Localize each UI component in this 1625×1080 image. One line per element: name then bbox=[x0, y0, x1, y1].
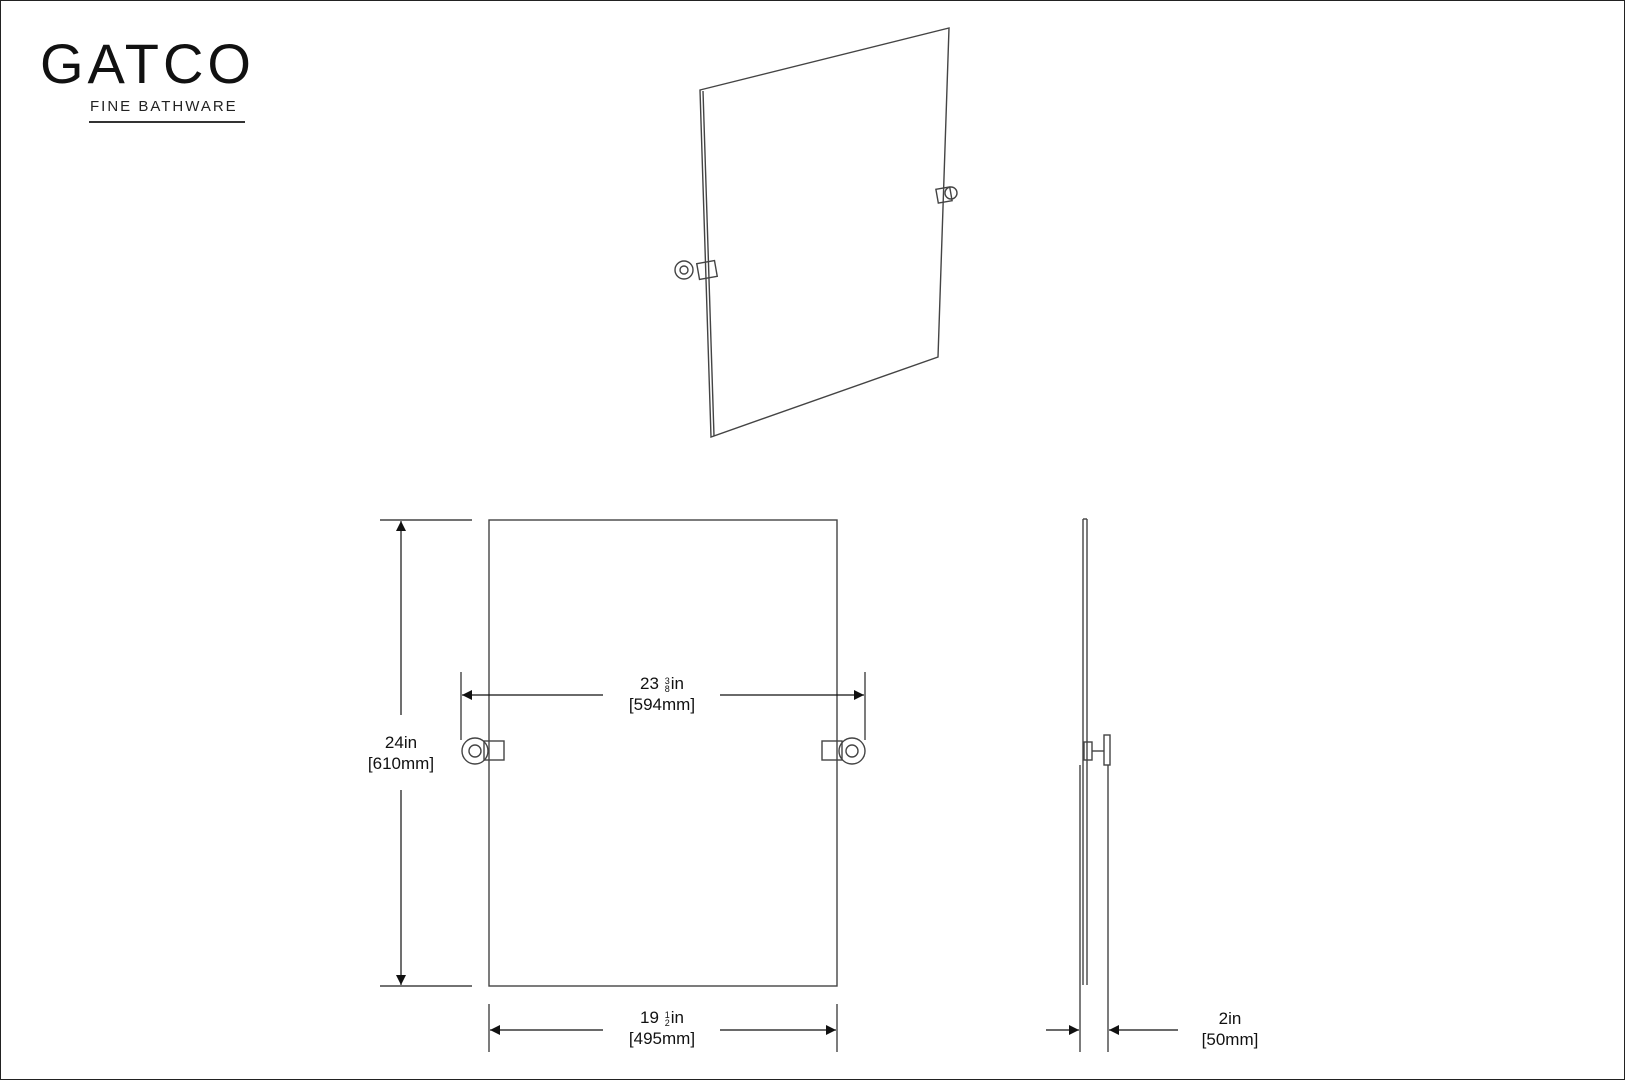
dim-unit: in bbox=[670, 674, 684, 693]
dim-imperial: 2in bbox=[1218, 1009, 1242, 1028]
dim-metric: [594mm] bbox=[628, 695, 696, 714]
dim-metric: [50mm] bbox=[1201, 1030, 1259, 1049]
dim-whole: 23 bbox=[640, 674, 659, 693]
dim-whole: 19 bbox=[640, 1008, 659, 1027]
dimension-height: 24in [610mm] bbox=[350, 732, 452, 774]
dim-metric: [610mm] bbox=[367, 754, 435, 773]
gatco-logo: GATCO FINE BATHWARE bbox=[40, 36, 300, 123]
side-elevation-view bbox=[1079, 518, 1111, 1052]
frac-num: 1 bbox=[664, 1009, 670, 1020]
frac-den: 8 bbox=[664, 683, 670, 694]
front-elevation-view bbox=[380, 519, 866, 1052]
dimension-depth: 2in [50mm] bbox=[1180, 1008, 1280, 1050]
logo-underline bbox=[89, 121, 245, 123]
dim-unit: in bbox=[670, 1008, 684, 1027]
dim-metric: [495mm] bbox=[628, 1029, 696, 1048]
frac-num: 3 bbox=[664, 675, 670, 686]
perspective-mirror-view bbox=[674, 27, 958, 438]
logo-wordmark: GATCO bbox=[40, 32, 255, 95]
logo-tagline: FINE BATHWARE bbox=[90, 98, 238, 115]
dim-imperial: 24in bbox=[384, 733, 418, 752]
frac-den: 2 bbox=[664, 1017, 670, 1028]
